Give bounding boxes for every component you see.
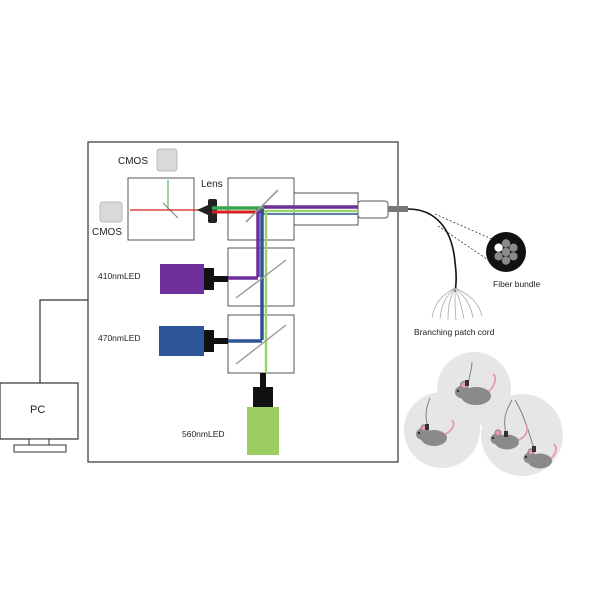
fiber-ferrule — [388, 206, 408, 212]
mouse-circle-left — [404, 392, 480, 468]
fiber-coupler-tip — [357, 200, 389, 219]
mouse-right-lower — [523, 443, 557, 469]
lens-triangle — [197, 205, 208, 215]
lens-label: Lens — [201, 179, 223, 190]
cmos-sensor-top — [156, 148, 178, 172]
led-410 — [160, 264, 204, 294]
led-470 — [159, 326, 204, 356]
fiber-coupler-body — [293, 192, 359, 226]
pc-cable — [39, 299, 88, 383]
cmos-top-label: CMOS — [118, 156, 148, 167]
led-560-label: 560nmLED — [182, 429, 225, 439]
led-470-label: 470nmLED — [98, 333, 141, 343]
led-470-stem — [214, 338, 228, 344]
branching-patch-cord — [431, 287, 483, 321]
led-560-mount — [253, 387, 273, 407]
led-410-mount — [204, 268, 214, 290]
main-dichroic-mirror — [245, 189, 279, 223]
patch-cord-label: Branching patch cord — [414, 327, 495, 337]
system-enclosure — [87, 141, 399, 463]
mouse-right-upper — [490, 425, 529, 450]
cmos-left-label: CMOS — [92, 227, 122, 238]
pc-monitor — [0, 382, 79, 453]
mouse-top — [455, 373, 497, 405]
dichroic-mirror-410 — [235, 259, 287, 299]
callout-line-top — [434, 213, 495, 241]
camera-splitter-cube — [127, 177, 195, 241]
led-470-mount — [204, 330, 214, 352]
light-beams — [212, 205, 358, 373]
callout-line-bottom — [437, 225, 495, 265]
cmos-sensor-left — [99, 201, 123, 223]
led-560 — [247, 407, 279, 455]
pc-label: PC — [30, 404, 45, 416]
led-410-stem — [214, 276, 228, 282]
led-410-label: 410nmLED — [98, 271, 141, 281]
dichroic-mirror-470 — [235, 324, 287, 365]
mouse-left — [416, 419, 455, 446]
fiber-bundle-label: Fiber bundle — [493, 279, 541, 289]
fiber-bundle-cross-section — [486, 232, 526, 272]
optical-fiber — [407, 208, 457, 293]
led-560-stem — [260, 373, 266, 387]
